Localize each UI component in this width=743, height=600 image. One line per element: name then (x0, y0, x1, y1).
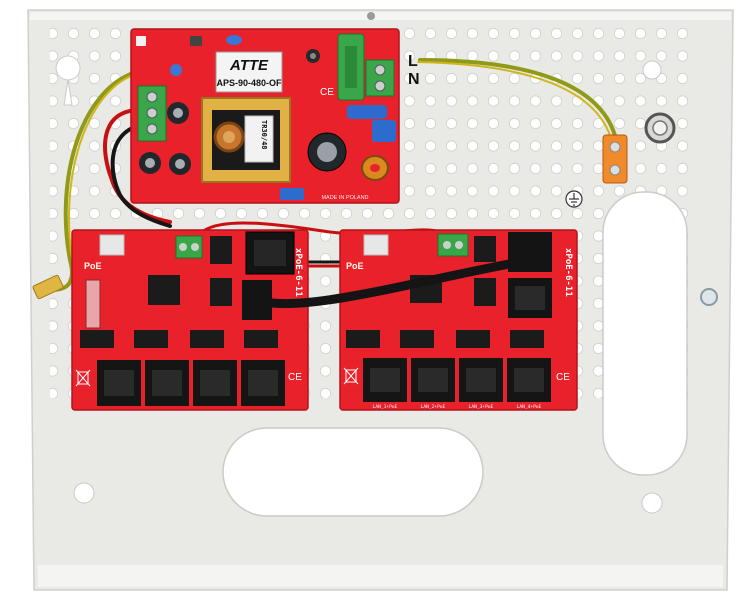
switch-left-brand: PoE (84, 261, 102, 271)
cable-cutout-vertical (602, 191, 688, 476)
switch-right-title: xPoE-6-11 (563, 248, 573, 297)
port-label-lan1: LAN_1+PoE (373, 404, 398, 410)
recycle-bin-icon (75, 369, 91, 387)
switch-right-brand: PoE (346, 261, 364, 271)
port-label-lan2: LAN_2+PoE (421, 404, 446, 410)
psu-logo: ATTE (229, 57, 269, 74)
poe-switch-right: PoE xPoE-6-11 LAN_1+PoE LAN_2+PoE LAN_3+… (339, 229, 578, 411)
mounting-hole (641, 492, 663, 514)
psu-made-in: MADE IN POLAND (321, 195, 368, 201)
transformer-label: TR30/48 (260, 120, 268, 150)
port-label-lan4: LAN_4+PoE (517, 404, 542, 410)
cable-cutout-horizontal (222, 427, 484, 517)
dc-terminal-block (175, 235, 203, 259)
ground-terminal-block (602, 134, 628, 184)
neutral-label: N (408, 71, 420, 88)
x-capacitor (347, 105, 387, 119)
power-supply-board: ATTE APS-90-480-OF TR30/48 (130, 28, 400, 204)
flat-ribbon-cable (253, 237, 543, 309)
port-label-lan3: LAN_3+PoE (469, 404, 494, 410)
poe-switch-left: PoE xPoE-6-11 CE (71, 229, 309, 411)
ce-mark-icon: CE (556, 372, 570, 383)
ce-mark-icon: CE (288, 372, 302, 383)
ce-mark-icon: CE (320, 87, 334, 98)
dc-terminal-block (437, 233, 469, 257)
psu-model: APS-90-480-OF (216, 78, 282, 88)
line-label: L (408, 53, 418, 70)
switch-left-title: xPoE-6-11 (293, 248, 303, 297)
mounting-hole (73, 482, 95, 504)
recycle-bin-icon (343, 367, 359, 385)
dip-switch (85, 279, 101, 329)
mounting-screw (700, 288, 718, 306)
ground-symbol-icon (565, 190, 583, 208)
mounting-hole (642, 60, 662, 80)
spade-connector (32, 274, 64, 300)
